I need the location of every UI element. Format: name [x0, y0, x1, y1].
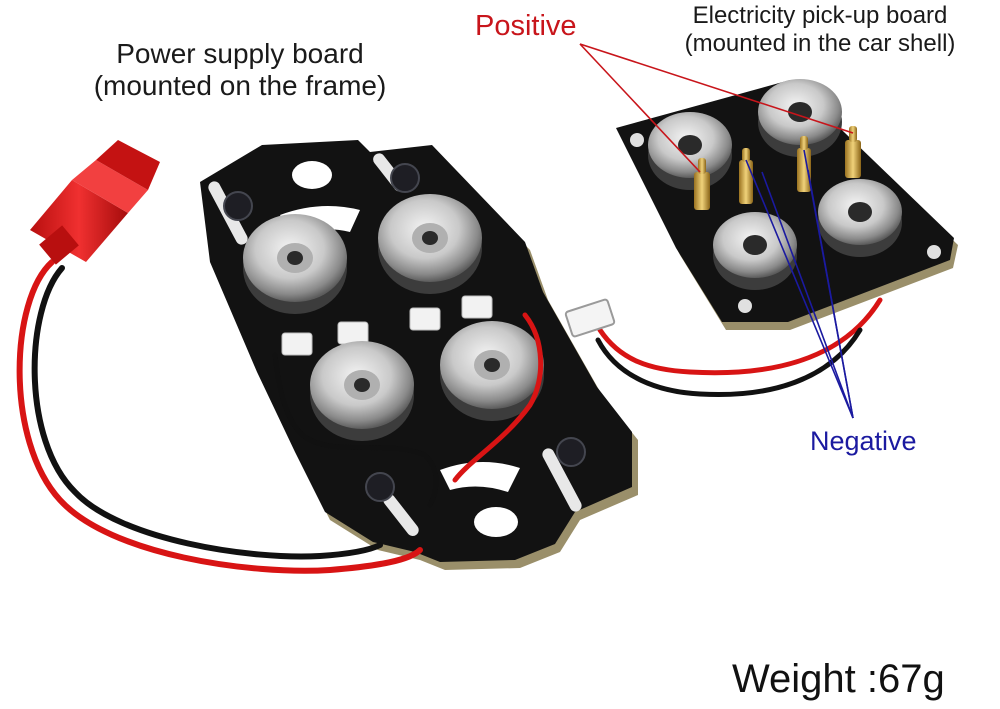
pickup-wires — [595, 297, 883, 398]
pickup-board-caption-line1: Electricity pick-up board — [692, 2, 948, 29]
pickup-board — [616, 79, 958, 330]
power-board-caption-line1: Power supply board — [116, 38, 364, 69]
negative-pointers — [745, 149, 854, 419]
positive-pointers — [579, 43, 854, 173]
power-board-caption-line2: (mounted on the frame) — [93, 70, 387, 102]
power-wires — [16, 259, 544, 574]
power-board-caption: Power supply board (mounted on the frame… — [60, 38, 420, 102]
jst-connector — [30, 140, 160, 265]
magnet-group-power — [243, 194, 544, 441]
weight-label: Weight :67g — [732, 657, 945, 701]
jst-small-connector — [564, 298, 616, 338]
pickup-board-caption-line2: (mounted in the car shell) — [684, 29, 956, 57]
power-supply-board — [200, 140, 638, 570]
positive-label: Positive — [475, 10, 577, 42]
negative-label: Negative — [810, 426, 917, 456]
pickup-board-caption: Electricity pick-up board (mounted in th… — [640, 2, 1000, 57]
pogo-pins — [694, 126, 861, 210]
